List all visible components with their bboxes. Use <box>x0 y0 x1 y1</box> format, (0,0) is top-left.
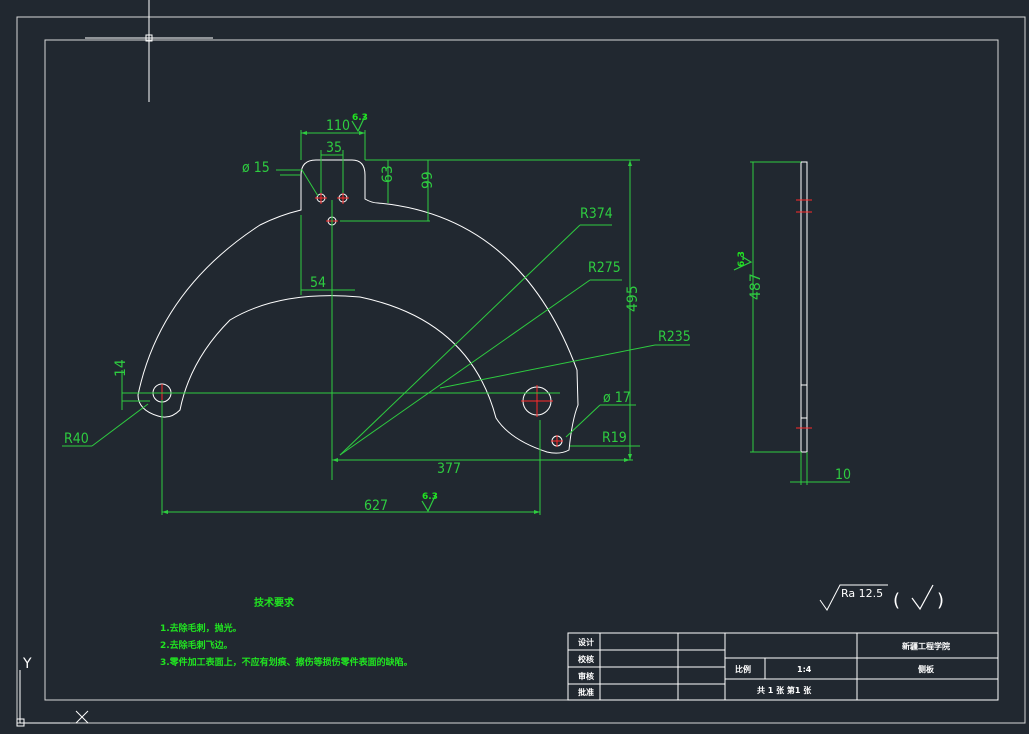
ucs-icon <box>16 670 89 727</box>
tech-req-item-3: 3.零件加工表面上，不应有划痕、擦伤等损伤零件表面的缺陷。 <box>160 656 413 668</box>
dim-r374: R374 <box>580 206 613 222</box>
roughness-paren-open: ( <box>893 590 900 611</box>
surface-finish-bottom: 6.3 <box>421 492 438 513</box>
finish-side-value: 6.3 <box>737 251 747 267</box>
tech-req-title: 技术要求 <box>254 596 295 609</box>
dim-377: 377 <box>437 461 461 477</box>
part-outline <box>137 159 579 454</box>
tb-design: 设计 <box>578 637 594 647</box>
title-block <box>567 632 999 701</box>
dim-r40: R40 <box>64 431 89 447</box>
dim-r235: R235 <box>658 329 691 345</box>
tech-req-item-1: 1.去除毛刺，抛光。 <box>160 622 242 634</box>
arrowheads <box>162 131 632 514</box>
tb-review: 审核 <box>578 671 594 681</box>
surface-finish-top: 6.3 <box>351 113 368 133</box>
dim-35: 35 <box>326 140 342 156</box>
tb-sheets: 共 1 张 第1 张 <box>757 685 812 695</box>
tb-check: 校核 <box>578 654 594 664</box>
dim-110: 110 <box>326 118 350 134</box>
crosshair-cursor <box>85 0 213 102</box>
general-roughness-ra: Ra 12.5 <box>841 587 883 600</box>
dim-99: 99 <box>420 171 436 189</box>
roughness-paren-close: ) <box>937 590 944 611</box>
dim-495: 495 <box>625 285 641 312</box>
tb-scale-value: 1:4 <box>797 665 812 674</box>
dim-r19: R19 <box>602 430 627 446</box>
finish-top-value: 6.3 <box>352 113 368 123</box>
dim-side-487: 487 <box>748 273 764 300</box>
outer-sheet-border <box>16 16 1026 724</box>
tech-req-item-2: 2.去除毛刺飞边。 <box>160 639 233 651</box>
side-view <box>750 161 850 485</box>
dim-54: 54 <box>310 275 326 291</box>
dim-63: 63 <box>380 165 396 183</box>
tb-part-name: 侧板 <box>918 664 935 674</box>
dim-side-10: 10 <box>835 467 851 483</box>
dim-r275: R275 <box>588 260 621 276</box>
ucs-y-label: Y <box>22 656 32 672</box>
dim-627: 627 <box>364 498 388 514</box>
general-roughness: Ra 12.5 ( ) <box>819 584 944 611</box>
dim-hole-17: ø 17 <box>603 390 631 406</box>
tb-scale-label: 比例 <box>735 664 751 674</box>
tb-school: 新疆工程学院 <box>902 641 950 651</box>
tb-approve: 批准 <box>578 687 594 697</box>
finish-bottom-value: 6.3 <box>422 492 438 502</box>
hole-centerlines <box>153 192 563 447</box>
dimension-lines <box>62 130 690 515</box>
dim-14: 14 <box>113 359 129 377</box>
holes <box>152 193 563 447</box>
surface-finish-side: 6.3 <box>733 251 753 271</box>
inner-drawing-frame <box>44 39 999 701</box>
dim-hole-15: ø 15 <box>242 160 270 176</box>
